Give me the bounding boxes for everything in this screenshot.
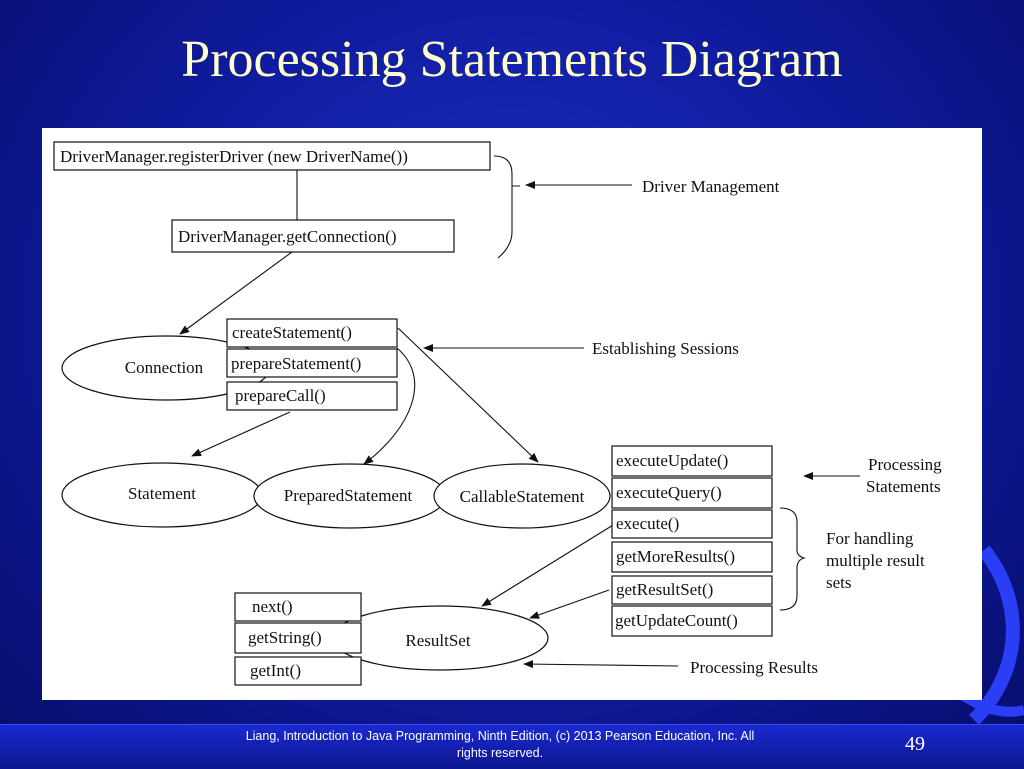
arrow-processing-results bbox=[523, 660, 679, 669]
prepare-statement-text: prepareStatement() bbox=[231, 354, 361, 373]
get-string-text: getString() bbox=[248, 628, 322, 647]
resultset-label: ResultSet bbox=[405, 631, 470, 650]
execute-query-text: executeQuery() bbox=[616, 483, 722, 502]
register-driver-box bbox=[53, 141, 491, 171]
prepare-call-box bbox=[226, 381, 398, 411]
footer-bar bbox=[0, 724, 1024, 769]
execute-update-text: executeUpdate() bbox=[616, 451, 728, 470]
arrow-getresultset-to-resultset bbox=[529, 589, 610, 619]
arrow-to-prepared-statement bbox=[363, 347, 416, 465]
create-statement-text: createStatement() bbox=[232, 323, 352, 342]
register-driver-text: DriverManager.registerDriver (new Driver… bbox=[60, 147, 408, 166]
prepared-statement-label: PreparedStatement bbox=[284, 486, 413, 505]
arrow-query-to-resultset bbox=[481, 521, 619, 607]
execute-box bbox=[611, 509, 773, 539]
multiple-results-label-1: For handling bbox=[826, 529, 914, 548]
driver-management-label: Driver Management bbox=[642, 177, 780, 196]
brace-multiple-results bbox=[779, 507, 806, 611]
get-more-results-box bbox=[611, 541, 773, 573]
arrow-to-connection bbox=[179, 251, 293, 335]
get-connection-text: DriverManager.getConnection() bbox=[178, 227, 397, 246]
diagram-panel: Connection Statement PreparedStatement C… bbox=[42, 128, 982, 700]
processing-statements-label-1: Processing bbox=[868, 455, 942, 474]
prepare-statement-box bbox=[226, 348, 398, 378]
execute-update-box bbox=[611, 445, 773, 477]
processing-results-label: Processing Results bbox=[690, 658, 818, 677]
get-int-box bbox=[234, 656, 362, 686]
establishing-sessions-label: Establishing Sessions bbox=[592, 339, 739, 358]
get-update-count-box bbox=[611, 605, 773, 637]
callable-statement-label: CallableStatement bbox=[460, 487, 585, 506]
execute-text: execute() bbox=[616, 514, 679, 533]
multiple-results-label-2: multiple result bbox=[826, 551, 925, 570]
get-more-results-text: getMoreResults() bbox=[616, 547, 735, 566]
arrow-to-callable-statement bbox=[397, 327, 539, 463]
execute-query-box bbox=[611, 477, 773, 509]
processing-statements-label-2: Statements bbox=[866, 477, 941, 496]
footer-line-2: rights reserved. bbox=[456, 746, 544, 760]
next-text: next() bbox=[252, 597, 293, 616]
get-result-set-text: getResultSet() bbox=[616, 580, 713, 599]
footer-line-1: Liang, Introduction to Java Programming,… bbox=[245, 729, 755, 743]
create-statement-box bbox=[226, 318, 398, 348]
arrow-to-statement bbox=[191, 411, 291, 457]
multiple-results-label-3: sets bbox=[826, 573, 852, 592]
callable-statement-ellipse bbox=[433, 463, 611, 529]
get-update-count-text: getUpdateCount() bbox=[615, 611, 738, 630]
page-number: 49 bbox=[905, 733, 925, 755]
get-int-text: getInt() bbox=[250, 661, 301, 680]
get-string-box bbox=[234, 622, 362, 654]
get-result-set-box bbox=[611, 575, 773, 605]
statement-label: Statement bbox=[128, 484, 196, 503]
connection-label: Connection bbox=[125, 358, 204, 377]
footer-copyright: Liang, Introduction to Java Programming,… bbox=[200, 728, 800, 762]
brace-driver-management bbox=[493, 155, 520, 259]
slide-title: Processing Statements Diagram bbox=[181, 31, 843, 88]
get-connection-box bbox=[171, 219, 455, 253]
diagram-canvas: Connection Statement PreparedStatement C… bbox=[53, 141, 942, 686]
next-box bbox=[234, 592, 362, 622]
prepare-call-text: prepareCall() bbox=[235, 386, 326, 405]
